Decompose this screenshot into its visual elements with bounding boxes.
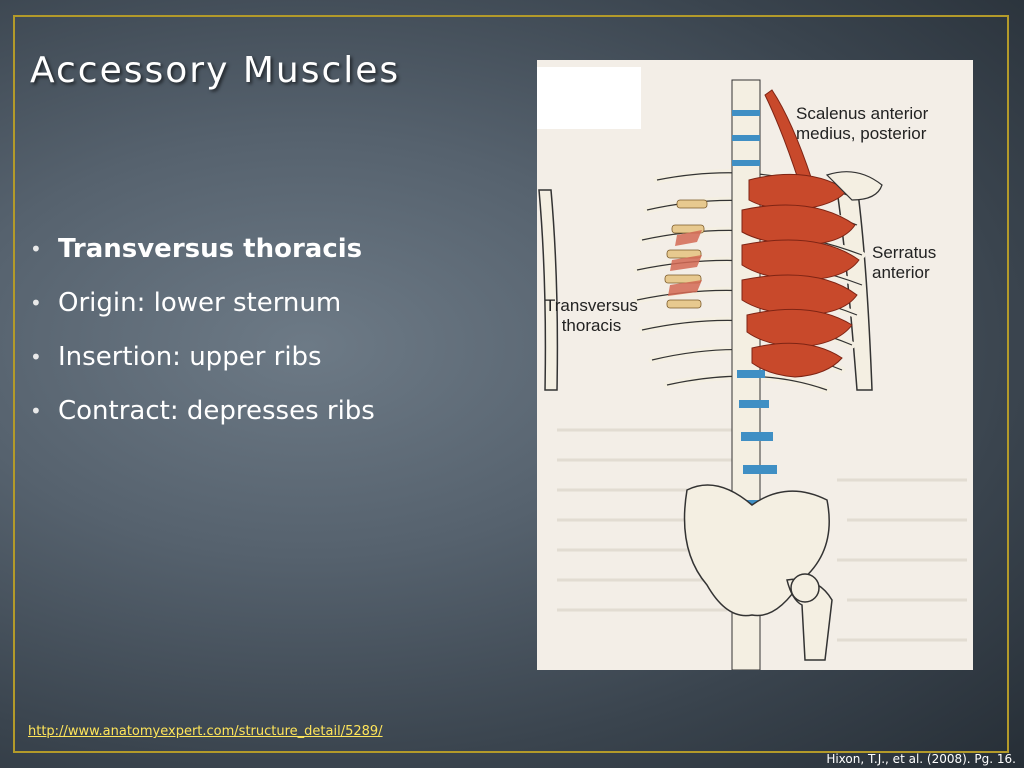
anatomy-illustration	[538, 79, 967, 670]
bullet-text: Transversus thoracis	[58, 234, 363, 264]
bullet-item: • Insertion: upper ribs	[30, 330, 500, 384]
anatomy-figure	[537, 60, 973, 670]
bullet-icon: •	[30, 399, 42, 423]
bullet-item: • Origin: lower sternum	[30, 276, 500, 330]
figure-mask	[537, 67, 641, 129]
bullet-text: Insertion: upper ribs	[58, 342, 322, 372]
bullet-list: • Transversus thoracis • Origin: lower s…	[30, 222, 500, 438]
bullet-icon: •	[30, 291, 42, 315]
bullet-icon: •	[30, 237, 42, 261]
label-transversus: Transversus thoracis	[545, 296, 638, 335]
bullet-text: Contract: depresses ribs	[58, 396, 375, 426]
source-link[interactable]: http://www.anatomyexpert.com/structure_d…	[28, 724, 383, 739]
citation-text: Hixon, T.J., et al. (2008). Pg. 16.	[826, 752, 1016, 766]
label-serratus: Serratus anterior	[872, 243, 937, 282]
bullet-item: • Contract: depresses ribs	[30, 384, 500, 438]
label-scalenus: Scalenus anterior medius, posterior	[796, 104, 929, 143]
bullet-item: • Transversus thoracis	[30, 222, 500, 276]
bullet-icon: •	[30, 345, 42, 369]
bullet-text: Origin: lower sternum	[58, 288, 342, 318]
slide-frame	[13, 15, 1009, 753]
slide-title: Accessory Muscles	[30, 50, 401, 91]
